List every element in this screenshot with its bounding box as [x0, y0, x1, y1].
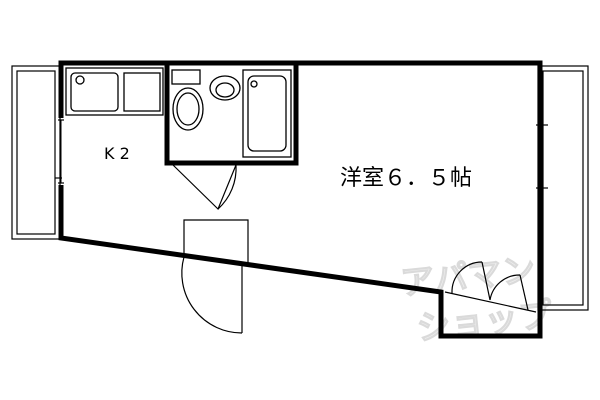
- entrance-door: [181, 219, 249, 334]
- bathroom-door: [172, 164, 237, 211]
- bathroom-walls: [164, 63, 299, 166]
- watermark-line1: アパマン: [399, 250, 538, 304]
- watermark-line2: ショップ: [415, 295, 554, 349]
- right-balcony: [536, 65, 589, 311]
- wash-basin: [209, 75, 241, 101]
- closet-door: [444, 261, 537, 313]
- left-balcony: [11, 65, 62, 240]
- kitchen-counter: [65, 67, 164, 116]
- left-window: [58, 119, 64, 184]
- western-room-label: 洋室６．５帖: [340, 166, 472, 191]
- kitchen-label: K 2: [104, 144, 130, 163]
- sink-right: [123, 72, 161, 112]
- watermark-logo: アパマン ショップ: [398, 250, 554, 350]
- sink-left: [70, 72, 119, 112]
- toilet: [171, 69, 204, 131]
- exterior-walls: [58, 60, 543, 339]
- bathtub: [242, 69, 292, 158]
